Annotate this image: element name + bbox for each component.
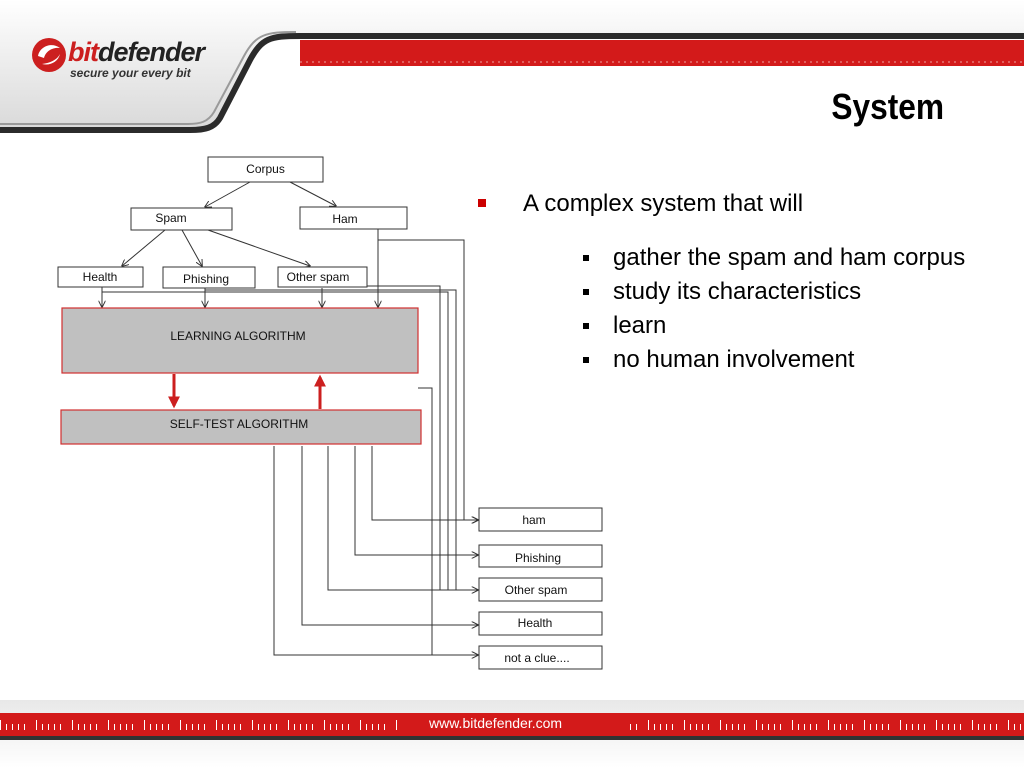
box-spam: Spam — [130, 207, 233, 231]
svg-text:Spam: Spam — [155, 211, 186, 225]
bullet-square-icon — [478, 199, 486, 207]
svg-text:Health: Health — [83, 270, 118, 284]
svg-text:Phishing: Phishing — [183, 272, 229, 286]
svg-text:Ham: Ham — [332, 212, 357, 226]
sub-bullet-list: gather the spam and ham corpus study its… — [478, 244, 998, 373]
svg-text:SELF-TEST ALGORITHM: SELF-TEST ALGORITHM — [170, 417, 308, 431]
tree-arrows — [122, 181, 336, 266]
output-phishing: Phishing — [478, 544, 603, 568]
sub-bullet: study its characteristics — [478, 278, 998, 305]
svg-text:not a clue....: not a clue.... — [504, 651, 569, 665]
output-not-a-clue: not a clue.... — [478, 645, 603, 670]
svg-text:Other spam: Other spam — [287, 270, 350, 284]
bullet-main: A complex system that will — [478, 188, 998, 220]
box-learning-algorithm: LEARNING ALGORITHM — [61, 307, 419, 374]
output-ham: ham — [478, 507, 603, 532]
svg-text:Corpus: Corpus — [246, 162, 285, 176]
svg-text:LEARNING ALGORITHM: LEARNING ALGORITHM — [170, 329, 305, 343]
bullet-square-icon — [583, 357, 589, 363]
output-health: Health — [478, 611, 603, 636]
sub-bullet: no human involvement — [478, 346, 998, 373]
spam-system-diagram: Corpus Spam Ham Health Phishing Other sp… — [57, 156, 603, 670]
bullet-list: A complex system that will gather the sp… — [478, 188, 998, 380]
box-corpus: Corpus — [207, 156, 324, 183]
category-to-learning-arrows — [102, 229, 378, 307]
box-self-test-algorithm: SELF-TEST ALGORITHM — [60, 409, 422, 445]
logo-wordmark: bitdefender — [68, 37, 205, 67]
routing-lines — [102, 239, 478, 655]
box-other-spam: Other spam — [277, 266, 368, 288]
box-health: Health — [57, 266, 144, 288]
bitdefender-swirl-icon — [32, 38, 66, 72]
bullet-square-icon — [583, 323, 589, 329]
output-other-spam: Other spam — [478, 577, 603, 602]
footer-band — [0, 700, 1024, 768]
sub-bullet: learn — [478, 312, 998, 339]
svg-text:Health: Health — [518, 616, 553, 630]
box-ham: Ham — [299, 206, 408, 230]
logo-tagline: secure your every bit — [70, 66, 191, 80]
page-title: System — [831, 86, 944, 127]
svg-text:Phishing: Phishing — [515, 551, 561, 565]
bullet-square-icon — [583, 289, 589, 295]
sub-bullet: gather the spam and ham corpus — [478, 244, 998, 271]
box-phishing: Phishing — [162, 266, 256, 289]
feedback-arrows — [168, 374, 326, 409]
svg-text:ham: ham — [522, 513, 545, 527]
header-band — [0, 0, 1024, 133]
footer-website-link[interactable]: www.bitdefender.com — [429, 715, 563, 731]
svg-text:Other spam: Other spam — [505, 583, 568, 597]
bullet-square-icon — [583, 255, 589, 261]
bitdefender-logo: bitdefender secure your every bit — [30, 36, 230, 86]
